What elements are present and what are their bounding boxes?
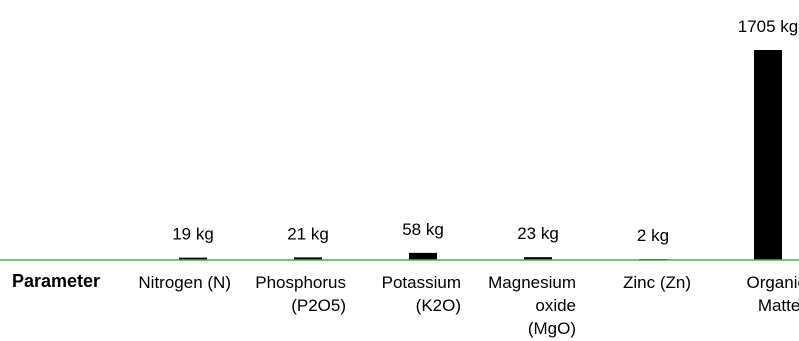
category-label: OrganicMatter <box>676 271 799 317</box>
value-labels-group: 19 kg 21 kg 58 kg 23 kg 2 kg 1705 kg <box>172 17 798 245</box>
category-label-line: Potassium <box>381 273 461 292</box>
category-label-line: Matter <box>757 296 799 315</box>
data-label: 1705 kg <box>738 17 799 36</box>
data-label: 23 kg <box>517 224 559 243</box>
category-label-line: (P2O5) <box>291 296 346 315</box>
bar <box>179 257 207 260</box>
category-label-line: (MgO) <box>527 319 576 338</box>
category-label-line: Magnesium <box>488 273 576 292</box>
category-label-line: (K2O) <box>415 296 461 315</box>
category-label-line: Zinc (Zn) <box>623 273 691 292</box>
data-label: 21 kg <box>287 224 329 243</box>
category-label-line: Phosphorus <box>255 273 346 292</box>
category-label-line: oxide <box>535 296 576 315</box>
category-label: Potassium (K2O) <box>331 271 461 317</box>
data-label: 19 kg <box>172 225 214 244</box>
category-label-line: Organic <box>746 273 799 292</box>
category-label: Magnesium oxide (MgO) <box>446 271 576 340</box>
bar <box>409 252 437 260</box>
category-label-line: Nitrogen (N) <box>138 273 231 292</box>
category-label: Phosphorus (P2O5) <box>216 271 346 317</box>
bar <box>294 257 322 260</box>
bars-group <box>179 50 782 260</box>
data-label: 2 kg <box>637 226 669 245</box>
data-label: 58 kg <box>402 220 444 239</box>
category-label: Zinc (Zn) <box>561 271 691 294</box>
bar <box>524 257 552 260</box>
bar <box>754 50 782 260</box>
legend-label: Parameter <box>12 271 101 291</box>
category-label: Nitrogen (N) <box>101 271 231 294</box>
